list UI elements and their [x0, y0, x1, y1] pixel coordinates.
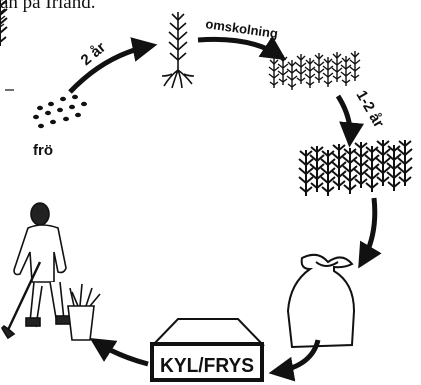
arrow-to-planter: [96, 342, 148, 364]
storage-label: KYL/FRYS: [160, 355, 254, 377]
cooler-freezer-box: KYL/FRYS: [152, 319, 264, 380]
arrow-to-grown: [338, 96, 350, 140]
seedling-icon: [162, 12, 194, 88]
planter-person-icon: [2, 203, 100, 340]
arrow-to-transplant: [198, 39, 280, 56]
seed-label: frö: [33, 142, 53, 159]
storage-bag-icon: [288, 255, 354, 347]
step3-label: 1-2 år: [353, 88, 388, 131]
seeds-icon: [33, 95, 87, 128]
arrow-to-bag: [362, 198, 375, 262]
